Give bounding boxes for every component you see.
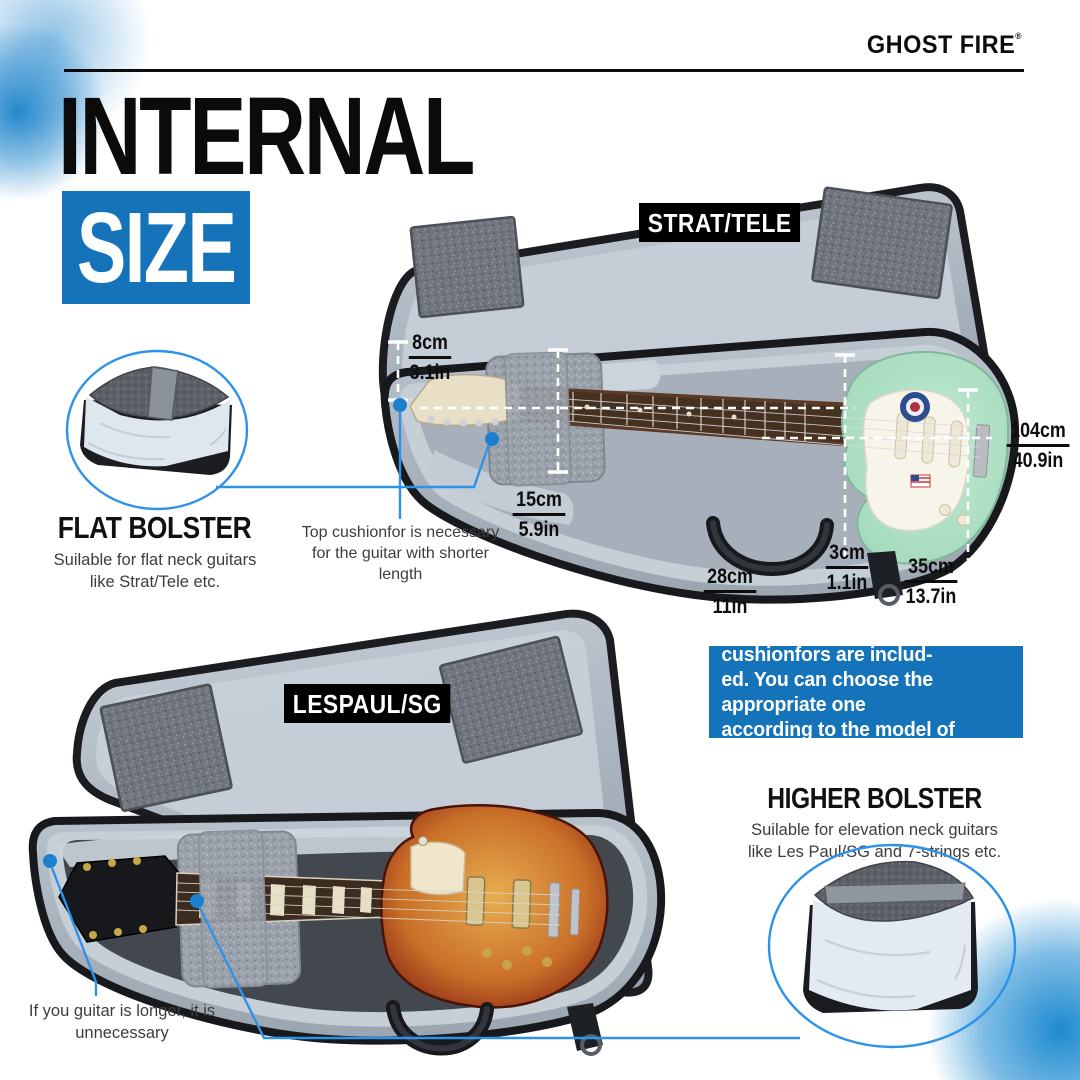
measurement-lower-in: 11in	[712, 595, 748, 619]
lespaul-case-illustration	[28, 609, 666, 1056]
lespaul-case-label: LESPAUL/SG	[284, 684, 451, 723]
top-cushion-note: Top cushionfor is necessary for the guit…	[301, 524, 500, 583]
registered-mark: ®	[1015, 31, 1022, 41]
velcro-patch	[811, 186, 953, 300]
measurement-cushion-cm: 15cm	[512, 488, 566, 517]
brand-name: GHOST FIRE	[866, 31, 1016, 59]
higher-bolster-photo	[803, 860, 978, 1013]
higher-bolster-description: Suilable for elevation neck guitars like…	[747, 821, 1002, 861]
measurement-body-width: 35cm 13.7in	[901, 555, 961, 608]
flat-bolster-title: FLAT BOLSTER	[57, 510, 252, 545]
measurement-lower-cm: 28cm	[703, 565, 757, 594]
header-rule	[64, 69, 1024, 72]
measurement-clearance-cm: 3cm	[825, 541, 869, 570]
measurement-body-in: 13.7in	[905, 585, 957, 609]
measurement-clearance-in: 1.1in	[826, 571, 868, 595]
included-note-text: Both bolsters and cushionfors are includ…	[721, 618, 955, 766]
measurement-length-in: 40.9in	[1012, 449, 1064, 473]
measurement-lines	[388, 340, 992, 560]
carry-handle	[706, 516, 903, 606]
velcro-patch	[409, 215, 525, 319]
measurement-depth: 8cm 3.1in	[403, 331, 457, 384]
page-title-line1: INTERNAL	[58, 75, 475, 198]
measurement-clearance: 3cm 1.1in	[821, 541, 874, 594]
velcro-patch	[99, 683, 233, 812]
bolster-strap	[504, 351, 572, 487]
higher-bolster-title: HIGHER BOLSTER	[767, 783, 982, 815]
measurement-depth-in: 3.1in	[409, 361, 451, 385]
flat-bolster-photo	[80, 366, 232, 475]
strat-case-label: STRAT/TELE	[639, 203, 801, 242]
measurement-lower-bout: 28cm 11in	[703, 565, 757, 618]
measurement-cushion: 15cm 5.9in	[509, 488, 569, 541]
measurement-length: 104cm 40.9in	[1006, 419, 1071, 472]
brand-logo: GHOST FIRE®	[867, 31, 1022, 60]
longer-guitar-note: If you guitar is longer, it is unnecessa…	[28, 1002, 216, 1043]
measurement-cushion-in: 5.9in	[518, 518, 560, 542]
velcro-patch	[439, 635, 583, 764]
measurement-depth-cm: 8cm	[408, 331, 452, 360]
included-note-box: Both bolsters and cushionfors are includ…	[709, 618, 1023, 766]
flat-bolster-description: Suilable for flat neck guitars like Stra…	[53, 551, 257, 591]
page-title-line2-box: SIZE	[62, 191, 250, 304]
page-title-line2: SIZE	[76, 191, 237, 304]
strat-guitar	[409, 350, 1010, 565]
measurement-body-cm: 35cm	[904, 555, 958, 584]
bolster-strap	[197, 829, 269, 989]
flag-sticker	[910, 474, 931, 488]
measurement-length-cm: 104cm	[1006, 419, 1070, 448]
